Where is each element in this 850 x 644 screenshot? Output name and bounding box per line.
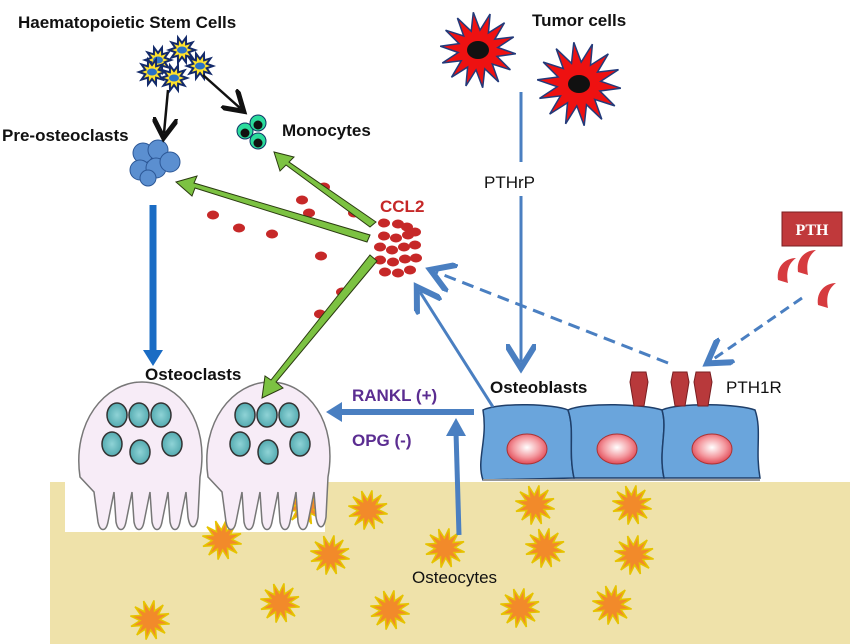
stem-cell-nucleus <box>195 62 205 70</box>
label-pth1r: PTH1R <box>726 378 782 397</box>
label-osteoclasts: Osteoclasts <box>145 365 241 384</box>
dashed-arrow-pth1r-to-ccl2 <box>436 272 669 365</box>
ccl2-molecule <box>266 229 278 239</box>
arrow-hsc-to-monocytes <box>202 74 240 108</box>
label-ccl2: CCL2 <box>380 197 424 216</box>
arrow-head-osteocytes <box>446 418 466 436</box>
ccl2-molecule <box>374 255 386 265</box>
osteoclast-nucleus <box>128 402 150 428</box>
label-tumor-cells: Tumor cells <box>532 11 626 30</box>
label-pre-osteoclasts: Pre-osteoclasts <box>2 126 129 145</box>
green-arrow-to-preosteoclasts <box>174 175 371 243</box>
arrow-osteoblasts-to-ccl2 <box>420 292 495 408</box>
osteoclast-nucleus <box>289 431 311 457</box>
osteoblast-nucleus <box>596 433 638 465</box>
tumor-cells <box>439 12 622 126</box>
ccl2-molecule <box>303 208 315 218</box>
label-rankl: RANKL (+) <box>352 386 437 405</box>
ccl2-molecule <box>399 254 411 264</box>
arrow-hsc-to-preosteoclasts <box>164 89 168 133</box>
osteocyte <box>525 528 565 568</box>
stem-cell-nucleus <box>169 74 179 82</box>
osteoclast-nucleus <box>129 439 151 465</box>
ccl2-molecule <box>401 222 413 232</box>
ccl2-molecule <box>392 268 404 278</box>
osteoblast-nucleus <box>691 433 733 465</box>
tumor-cell-nucleus <box>568 75 590 93</box>
ccl2-molecule <box>296 195 308 205</box>
pth1r-receptors <box>629 371 713 407</box>
ccl2-molecule <box>409 240 421 250</box>
osteoblast-nucleus <box>506 433 548 465</box>
label-pthrp: PTHrP <box>484 173 535 192</box>
arrow-head-rankl <box>326 402 342 422</box>
ccl2-molecule <box>315 251 327 261</box>
ccl2-molecule <box>378 231 390 241</box>
label-opg: OPG (-) <box>352 431 412 450</box>
ccl2-molecule <box>392 219 404 229</box>
ccl2-molecule <box>398 242 410 252</box>
pth-box <box>781 211 843 247</box>
osteocyte <box>612 485 652 525</box>
osteoblast-layer <box>480 404 761 481</box>
ccl2-green-arrows <box>174 151 378 399</box>
osteoclast-nucleus <box>234 402 256 428</box>
osteoclast-nucleus <box>278 402 300 428</box>
label-monocytes: Monocytes <box>282 121 371 140</box>
stem-cell-nucleus <box>177 46 187 54</box>
osteocyte <box>348 490 388 530</box>
osteoclast-nucleus <box>229 431 251 457</box>
osteocyte <box>592 585 632 625</box>
osteocyte <box>370 590 410 630</box>
osteocyte <box>310 535 350 575</box>
osteocyte <box>614 535 654 575</box>
ccl2-molecule <box>409 227 421 237</box>
label-osteoblasts: Osteoblasts <box>490 378 587 397</box>
arrow-head-osteoclasts <box>143 350 163 366</box>
pre-osteoclast-cluster <box>129 139 181 187</box>
ccl2-molecule <box>390 233 402 243</box>
ccl2-molecule <box>378 218 390 228</box>
tumor-cell-nucleus <box>467 41 489 59</box>
osteocyte <box>130 600 170 640</box>
green-arrow-to-osteoclasts <box>261 254 378 399</box>
green-arrow-to-monocytes <box>273 151 377 228</box>
pth-label: PTH <box>796 222 829 239</box>
ccl2-molecule <box>386 245 398 255</box>
label-osteocytes: Osteocytes <box>412 568 497 587</box>
osteocyte <box>500 588 540 628</box>
ccl2-molecule <box>207 210 219 220</box>
ccl2-molecule <box>379 267 391 277</box>
osteoclast-nucleus <box>256 402 278 428</box>
label-hsc: Haematopoietic Stem Cells <box>18 13 236 32</box>
osteocyte <box>515 485 555 525</box>
ccl2-molecule <box>374 242 386 252</box>
ccl2-molecule <box>404 265 416 275</box>
ccl2-molecule <box>387 257 399 267</box>
stem-cell-nucleus <box>147 68 157 76</box>
osteocyte <box>260 583 300 623</box>
pth-hormone-icon <box>777 250 836 308</box>
osteoclast-nucleus <box>106 402 128 428</box>
osteoclast-nucleus <box>150 402 172 428</box>
haematopoietic-stem-cell-cluster <box>135 34 217 94</box>
ccl2-molecule <box>410 253 422 263</box>
monocyte-cells <box>236 114 267 150</box>
osteoclast-nucleus <box>101 431 123 457</box>
dashed-arrow-pth-to-pth1r <box>712 296 803 360</box>
ccl2-molecule <box>233 223 245 233</box>
osteoclast-nucleus <box>161 431 183 457</box>
arrow-osteocytes-to-rankl <box>453 431 462 536</box>
osteoclast-nucleus <box>257 439 279 465</box>
osteoclast-nuclei <box>101 402 311 465</box>
